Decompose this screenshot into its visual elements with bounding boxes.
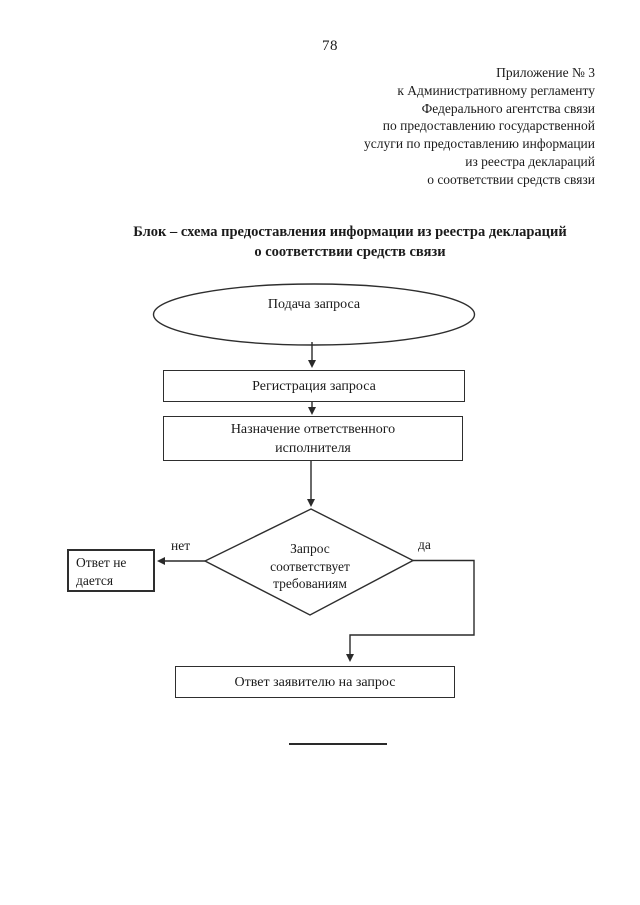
arrowhead-down-icon xyxy=(308,360,316,368)
node-text-line: Запрос xyxy=(290,541,330,556)
arrowhead-down-icon xyxy=(307,499,315,507)
decision-diamond-shape xyxy=(203,508,415,616)
node-text-line: Ответ не xyxy=(76,555,127,570)
flowchart-node-no-answer: Ответ не дается xyxy=(67,549,155,592)
annex-line: из реестра деклараций xyxy=(465,153,595,169)
flowchart-node-answer: Ответ заявителю на запрос xyxy=(175,666,455,698)
annex-line: Федерального агентства связи xyxy=(421,100,595,116)
edge-label-no: нет xyxy=(171,538,191,553)
arrowhead-down-icon xyxy=(308,407,316,415)
arrowhead-left-icon xyxy=(157,557,165,565)
node-text-line: требованиям xyxy=(273,576,347,591)
schema-title-line: о соответствии средств связи xyxy=(254,244,446,260)
annex-line: по предоставлению государственной xyxy=(382,118,595,134)
schema-title: Блок – схема предоставления информации и… xyxy=(100,222,600,262)
edge-label-yes: да xyxy=(418,537,431,552)
flowchart-node-registration: Регистрация запроса xyxy=(163,370,465,402)
annex-line: к Административному регламенту xyxy=(397,82,595,98)
node-text-line: Ответ заявителю на запрос xyxy=(234,674,396,690)
page-number: 78 xyxy=(322,38,338,54)
annex-header: Приложение № 3 к Административному регла… xyxy=(364,64,595,189)
annex-line: Приложение № 3 xyxy=(496,65,595,80)
node-text-line: Регистрация запроса xyxy=(252,378,376,394)
schema-title-line: Блок – схема предоставления информации и… xyxy=(133,224,567,240)
arrowhead-down-icon xyxy=(346,654,354,662)
node-text-line: соответствует xyxy=(270,558,350,574)
node-text-line: Назначение ответственного xyxy=(230,421,396,437)
flowchart-node-decision: Запрос соответствует требованиям xyxy=(235,540,385,593)
node-text-line: дается xyxy=(76,573,114,588)
flowchart-node-assignment: Назначение ответственного исполнителя xyxy=(163,416,463,461)
start-ellipse-shape xyxy=(152,283,476,346)
flowchart-node-start: Подача запроса xyxy=(267,297,361,312)
node-text-line: исполнителя xyxy=(275,440,351,456)
annex-line: услуги по предоставлению информации xyxy=(364,136,595,152)
annex-line: о соответствии средств связи xyxy=(427,171,595,187)
arrow-decision-to-answer xyxy=(349,559,475,655)
footnote-separator xyxy=(289,743,387,745)
